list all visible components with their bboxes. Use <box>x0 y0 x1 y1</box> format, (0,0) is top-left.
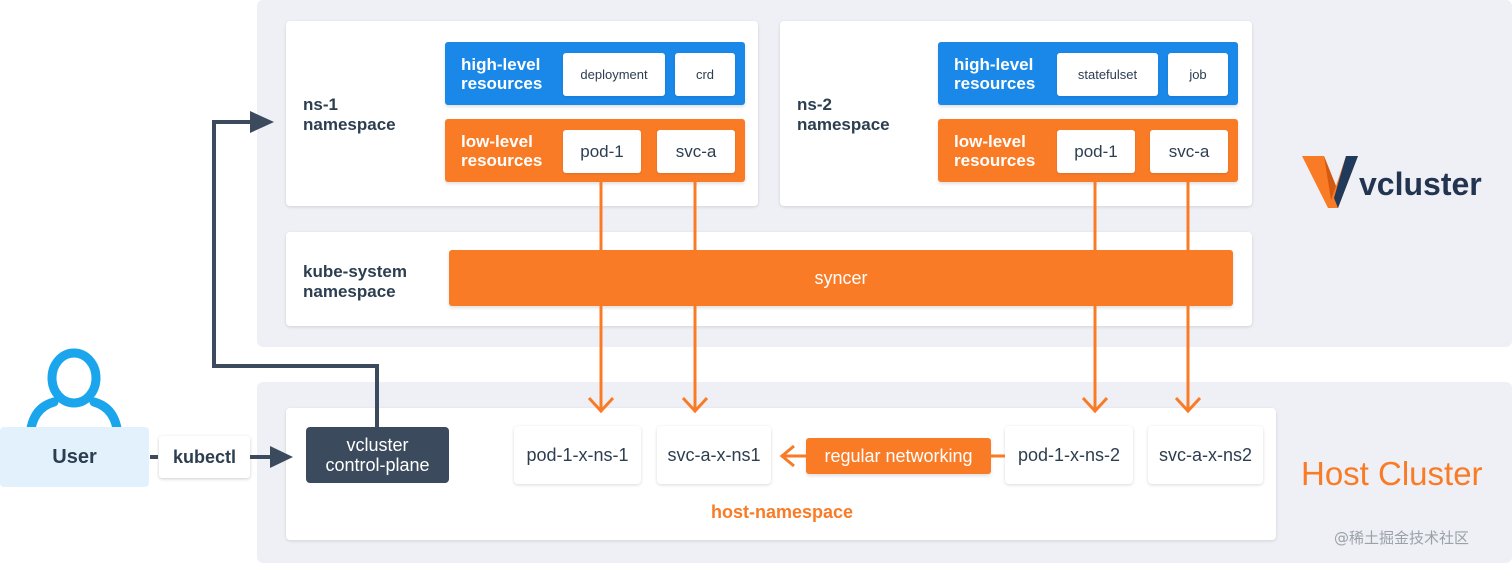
ns-1-high-level-label: high-level resources <box>461 55 543 93</box>
kube-system-label: kube-system namespace <box>303 262 407 301</box>
syncer-bar: syncer <box>449 250 1233 306</box>
host-pod-1-ns-2: pod-1-x-ns-2 <box>1005 426 1133 484</box>
regular-networking-box: regular networking <box>806 438 991 474</box>
ns-2-label: ns-2 namespace <box>797 95 890 134</box>
ns-2-svc-chip: svc-a <box>1150 130 1228 173</box>
host-namespace-label: host-namespace <box>711 502 854 522</box>
ns-2-job-chip: job <box>1168 53 1228 96</box>
vcluster-logo-icon <box>1302 156 1358 208</box>
ns-1-svc-chip: svc-a <box>657 130 735 173</box>
ns-2-low-level-label: low-level resources <box>954 132 1036 170</box>
watermark-text: @稀土掘金技术社区 <box>1334 529 1470 547</box>
kubectl-label: kubectl <box>159 436 250 478</box>
ns-2-high-level-label: high-level resources <box>954 55 1036 93</box>
host-svc-a-ns1: svc-a-x-ns1 <box>657 426 771 484</box>
user-box: User <box>0 427 149 487</box>
ns-1-label: ns-1 namespace <box>303 95 396 134</box>
host-cluster-title: Host Cluster <box>1301 455 1483 492</box>
control-plane-box: vcluster control-plane <box>306 427 449 483</box>
user-icon <box>25 348 123 438</box>
ns-1-deployment-chip: deployment <box>563 53 665 96</box>
ns-2-statefulset-chip: statefulset <box>1057 53 1158 96</box>
ns-1-crd-chip: crd <box>675 53 735 96</box>
ns-1-low-level-label: low-level resources <box>461 132 543 170</box>
ns-1-pod-chip: pod-1 <box>563 130 641 173</box>
host-pod-1-ns-1: pod-1-x-ns-1 <box>514 426 641 484</box>
host-svc-a-ns2: svc-a-x-ns2 <box>1148 426 1263 484</box>
ns-2-pod-chip: pod-1 <box>1057 130 1135 173</box>
vcluster-brand-text: vcluster <box>1359 166 1482 202</box>
